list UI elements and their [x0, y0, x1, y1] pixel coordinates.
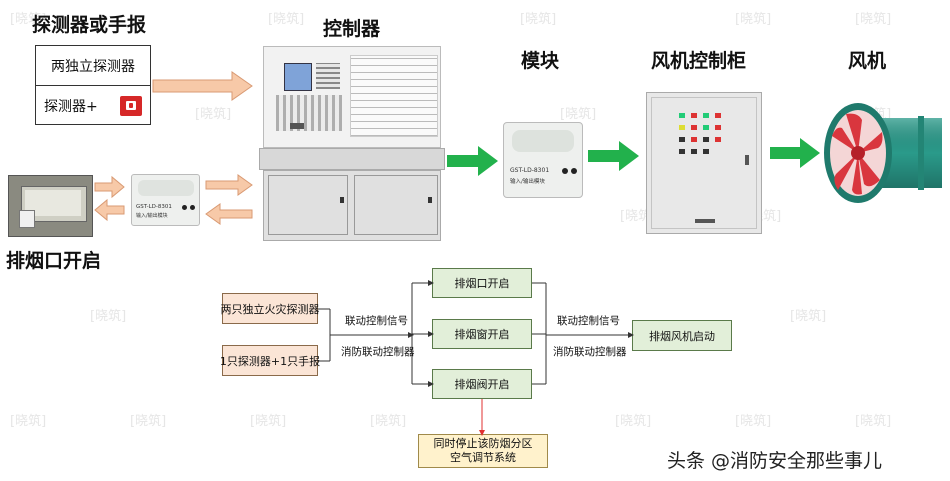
- flow-stop-ac-system: 同时停止该防烟分区 空气调节系统: [418, 434, 548, 468]
- arrow-controller-to-module-green: [447, 146, 498, 176]
- arrow-module-to-cabinet-green: [588, 141, 639, 171]
- title-smoke-outlet-open: 排烟口开启: [6, 250, 102, 272]
- watermark: [晓筑]: [855, 12, 892, 27]
- watermark: [晓筑]: [195, 107, 232, 122]
- title-fan-cabinet: 风机控制柜: [651, 50, 747, 72]
- module-caption-label: 输入/输出模块: [136, 213, 168, 219]
- watermark: [晓筑]: [10, 414, 47, 429]
- watermark: [晓筑]: [250, 414, 287, 429]
- watermark: [晓筑]: [735, 414, 772, 429]
- arrow-outlet-to-module: [94, 175, 125, 199]
- arrow-module-to-outlet: [94, 198, 125, 222]
- watermark: [晓筑]: [790, 309, 827, 324]
- arrow-cabinet-to-fan-green: [770, 138, 820, 168]
- indicator-lights: [679, 113, 731, 163]
- io-module-left: GST-LD-8301 输入/输出模块: [131, 174, 200, 226]
- axial-fan-icon: [824, 103, 942, 203]
- manual-button-icon: [120, 96, 142, 116]
- flow-input-two-detectors: 两只独立火灾探测器: [221, 293, 320, 324]
- fan-control-cabinet: [646, 92, 762, 234]
- arrow-detector-to-controller: [152, 71, 253, 101]
- credit-text: 头条 @消防安全那些事儿: [667, 450, 883, 472]
- flow-controller-label-1: 消防联动控制器: [341, 346, 415, 358]
- flow-stop-ac-line1: 同时停止该防烟分区: [433, 437, 533, 450]
- io-module-center: GST-LD-8301 输入/输出模块: [503, 122, 583, 198]
- controller-cabinet: [259, 46, 445, 241]
- watermark: [晓筑]: [370, 414, 407, 429]
- smoke-outlet-device: [8, 175, 93, 237]
- title-detector-or-button: 探测器或手报: [32, 14, 147, 36]
- arrow-controller-to-module: [205, 203, 253, 225]
- flow-input-detector-and-button: 1只探测器+1只手报: [220, 345, 320, 376]
- watermark: [晓筑]: [10, 12, 47, 27]
- module-model-label: GST-LD-8301: [136, 204, 172, 210]
- flow-link-signal-2: 联动控制信号: [557, 315, 620, 327]
- flow-controller-label-2: 消防联动控制器: [553, 346, 627, 358]
- title-controller: 控制器: [323, 18, 381, 40]
- watermark: [晓筑]: [615, 414, 652, 429]
- two-detectors-label: 两独立探测器: [36, 46, 150, 86]
- module-caption-label: 输入/输出模块: [510, 179, 545, 185]
- title-fan: 风机: [848, 50, 887, 72]
- watermark: [晓筑]: [90, 309, 127, 324]
- flow-link-signal-1: 联动控制信号: [345, 315, 408, 327]
- watermark: [晓筑]: [130, 414, 167, 429]
- arrow-module-to-controller: [205, 174, 253, 196]
- detector-plus-label: 探测器+: [44, 98, 98, 115]
- detector-group: 两独立探测器 探测器+: [35, 45, 151, 125]
- flow-smoke-window-open: 排烟窗开启: [432, 319, 532, 349]
- watermark: [晓筑]: [268, 12, 305, 27]
- controller-screen: [284, 63, 312, 91]
- flow-smoke-outlet-open: 排烟口开启: [432, 268, 532, 298]
- flow-stop-ac-line2: 空气调节系统: [450, 451, 516, 464]
- watermark: [晓筑]: [560, 107, 597, 122]
- watermark: [晓筑]: [855, 414, 892, 429]
- watermark: [晓筑]: [520, 12, 557, 27]
- title-module: 模块: [521, 50, 560, 72]
- module-model-label: GST-LD-8301: [510, 167, 550, 174]
- watermark: [晓筑]: [735, 12, 772, 27]
